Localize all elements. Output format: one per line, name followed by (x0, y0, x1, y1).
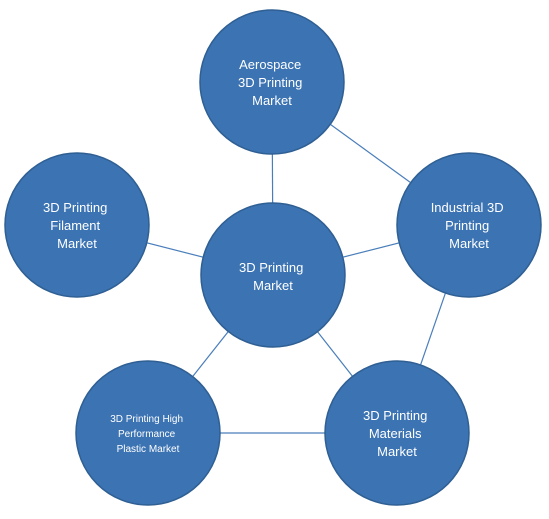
node-aerospace-label-line-2: 3D Printing (238, 75, 302, 90)
node-materials-circle (324, 360, 470, 506)
node-aerospace-label-line-3: Market (252, 93, 292, 108)
node-industrial-label-line-1: Industrial 3D (431, 200, 504, 215)
node-filament: 3D Printing Filament Market (4, 152, 150, 298)
node-center-label: 3D Printing Market (239, 260, 307, 293)
node-filament-label-line-1: 3D Printing (43, 200, 107, 215)
node-center-label-line-1: 3D Printing (239, 260, 303, 275)
node-aerospace-circle (199, 9, 345, 155)
node-industrial: Industrial 3D Printing Market (396, 152, 542, 298)
node-materials-label-line-2: Materials (369, 426, 422, 441)
node-high-performance-label: 3D Printing High Performance Plastic Mar… (110, 414, 186, 455)
node-materials-label-line-3: Market (377, 444, 417, 459)
node-filament-label-line-3: Market (57, 236, 97, 251)
node-high-performance-label-line-3: Plastic Market (117, 444, 180, 455)
node-aerospace-label-line-1: Aerospace (239, 57, 301, 72)
node-high-performance-label-line-1: 3D Printing High (110, 414, 183, 425)
node-center-circle (200, 202, 346, 348)
node-materials: 3D Printing Materials Market (324, 360, 470, 506)
node-aerospace-label: Aerospace 3D Printing Market (238, 57, 306, 108)
node-materials-label-line-1: 3D Printing (363, 408, 427, 423)
node-materials-label: 3D Printing Materials Market (363, 408, 431, 459)
node-high-performance-circle (75, 360, 221, 506)
node-filament-label: 3D Printing Filament Market (43, 200, 111, 251)
node-filament-label-line-2: Filament (50, 218, 100, 233)
node-center: 3D Printing Market (200, 202, 346, 348)
node-industrial-label-line-2: Printing (445, 218, 489, 233)
node-industrial-label: Industrial 3D Printing Market (431, 200, 508, 251)
node-high-performance: 3D Printing High Performance Plastic Mar… (75, 360, 221, 506)
node-aerospace: Aerospace 3D Printing Market (199, 9, 345, 155)
node-center-label-line-2: Market (253, 278, 293, 293)
node-industrial-circle (396, 152, 542, 298)
node-high-performance-label-line-2: Performance (118, 429, 176, 440)
node-filament-circle (4, 152, 150, 298)
nodes-layer: Aerospace 3D Printing Market 3D Printing… (4, 9, 542, 506)
node-industrial-label-line-3: Market (449, 236, 489, 251)
